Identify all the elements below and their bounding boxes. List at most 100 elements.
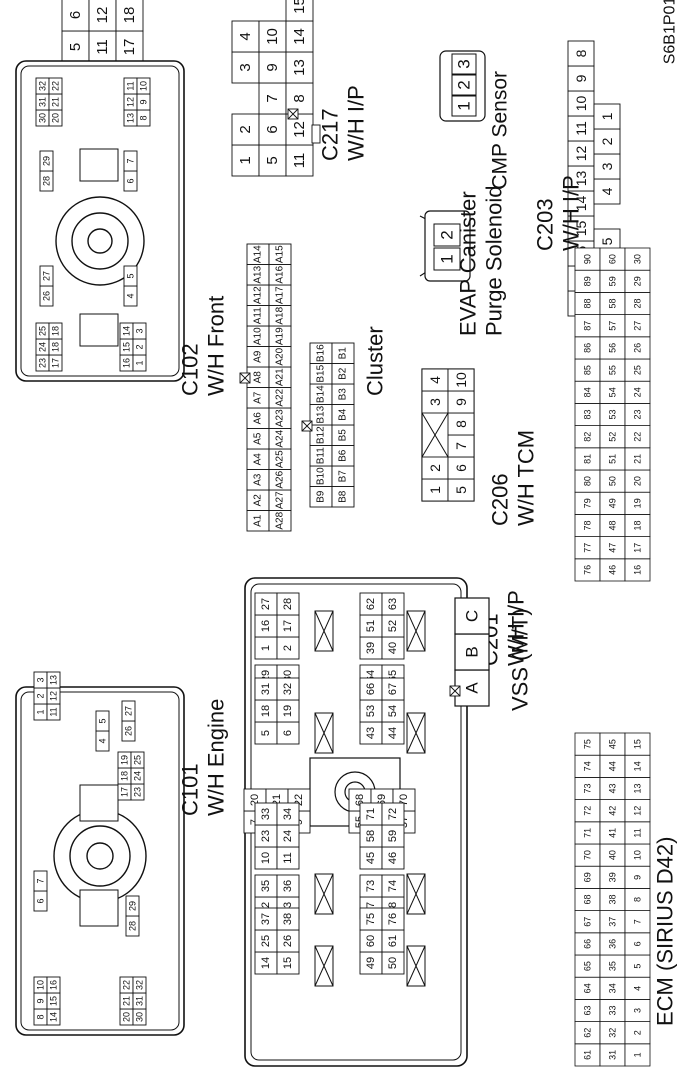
pin-label: 3 bbox=[633, 1008, 643, 1013]
pin-label: 29 bbox=[633, 276, 643, 286]
pin-label: 46 bbox=[387, 852, 399, 864]
pin-label: 46 bbox=[608, 565, 618, 575]
pin-label: 27 bbox=[633, 321, 643, 331]
pin-label: 4 bbox=[599, 187, 615, 195]
connector-title: C206 bbox=[488, 473, 513, 526]
pin-label: B16 bbox=[316, 344, 327, 362]
pin-label: 33 bbox=[608, 1005, 618, 1015]
pin-label: 21 bbox=[51, 97, 61, 107]
latch-slot bbox=[79, 148, 119, 182]
pin-label: 17 bbox=[121, 39, 138, 56]
pin-label: 25 bbox=[38, 326, 48, 336]
divider-line bbox=[314, 610, 334, 652]
pin-label: 53 bbox=[608, 409, 618, 419]
pin-label: 38 bbox=[282, 913, 294, 925]
pin-cell bbox=[132, 976, 147, 994]
pin-label: 10 bbox=[264, 28, 281, 45]
pin-label: 1 bbox=[633, 1052, 643, 1057]
pin-label: 13 bbox=[49, 675, 59, 685]
connector-c101: 1231112131718192324254526276728298910141… bbox=[15, 671, 229, 1036]
pin-label: 83 bbox=[583, 409, 593, 419]
pin-label: 60 bbox=[608, 254, 618, 264]
pin-label: 67 bbox=[387, 683, 399, 695]
pin-label: 26 bbox=[42, 291, 52, 301]
pin-cell bbox=[130, 751, 145, 769]
pin-label: 16 bbox=[49, 980, 59, 990]
pin-cell bbox=[46, 976, 61, 994]
connector-c217: 12345679101112813141516C217W/H I/P bbox=[231, 0, 369, 177]
pin-label: 17 bbox=[120, 787, 130, 797]
divider-line bbox=[406, 873, 426, 915]
pin-label: A25 bbox=[275, 450, 286, 468]
pin-label: 11 bbox=[126, 81, 136, 90]
divider-line bbox=[421, 412, 449, 458]
pin-label: 14 bbox=[573, 196, 589, 212]
pin-cell bbox=[567, 40, 595, 67]
pin-cell bbox=[593, 103, 621, 130]
pin-label: 6 bbox=[36, 898, 46, 903]
pin-label: 49 bbox=[365, 957, 377, 969]
pin-label: 72 bbox=[583, 806, 593, 816]
connector-title: ECM (SIRIUS D42) bbox=[653, 837, 678, 1026]
pin-label: 1 bbox=[36, 709, 46, 714]
pin-label: 12 bbox=[126, 97, 136, 107]
pin-cell bbox=[276, 874, 300, 898]
pin-label: 16 bbox=[122, 358, 132, 368]
pin-label: 30 bbox=[633, 254, 643, 264]
pin-label: 11 bbox=[94, 39, 111, 55]
pin-label: 14 bbox=[633, 761, 643, 771]
pin-label: 55 bbox=[608, 365, 618, 375]
pin-label: A10 bbox=[253, 327, 264, 345]
pin-label: 18 bbox=[260, 705, 272, 717]
connector-title: W/H I/P bbox=[504, 590, 529, 666]
pin-label: 18 bbox=[633, 520, 643, 530]
pin-cell bbox=[132, 322, 147, 340]
pin-label: 32 bbox=[608, 1028, 618, 1038]
pin-label: 27 bbox=[260, 598, 272, 610]
pin-label: 3 bbox=[455, 59, 474, 68]
connector-cluster: A1A2A3A4A5A6A7A8A9A10A11A12A13A14A28A27A… bbox=[239, 243, 388, 532]
pin-label: 74 bbox=[583, 761, 593, 771]
pin-label: 51 bbox=[608, 454, 618, 464]
pin-label: B8 bbox=[338, 490, 349, 503]
pin-label: A11 bbox=[253, 307, 264, 324]
pin-label: A1 bbox=[253, 514, 264, 527]
pin-label: 69 bbox=[583, 872, 593, 882]
pin-label: 19 bbox=[120, 755, 130, 765]
pin-label: 8 bbox=[139, 115, 149, 120]
pin-label: 29 bbox=[42, 156, 52, 166]
pin-label: 79 bbox=[583, 498, 593, 508]
pin-label: 1 bbox=[427, 486, 443, 494]
pin-label: 9 bbox=[633, 875, 643, 880]
pin-label: 60 bbox=[365, 935, 377, 947]
pin-cell bbox=[48, 77, 63, 95]
pin-label: 32 bbox=[38, 81, 48, 91]
pin-label: A bbox=[463, 682, 482, 694]
pin-label: 59 bbox=[387, 830, 399, 842]
latch-icon bbox=[287, 108, 299, 120]
pin-cell bbox=[46, 671, 61, 689]
pin-label: 4 bbox=[126, 293, 136, 298]
pin-label: 41 bbox=[608, 828, 618, 838]
pin-label: 90 bbox=[583, 254, 593, 264]
pin-label: 63 bbox=[387, 598, 399, 610]
pin-cell bbox=[123, 265, 138, 287]
pin-label: 25 bbox=[260, 935, 272, 947]
pin-label: 2 bbox=[282, 645, 294, 651]
tab-icon bbox=[311, 124, 321, 144]
pin-cell bbox=[433, 247, 461, 271]
pin-label: 18 bbox=[120, 771, 130, 781]
pin-label: 27 bbox=[124, 706, 134, 716]
connector-title: Purge Solenoid bbox=[482, 186, 507, 336]
pin-label: 14 bbox=[49, 1012, 59, 1022]
pin-label: 1 bbox=[237, 156, 254, 164]
pin-label: 36 bbox=[282, 880, 294, 892]
pin-cell bbox=[381, 874, 405, 898]
pin-label: 26 bbox=[633, 343, 643, 353]
pin-label: 67 bbox=[583, 917, 593, 927]
pin-label: 6 bbox=[67, 11, 84, 19]
pin-label: 14 bbox=[122, 326, 132, 336]
pin-cell bbox=[624, 732, 651, 756]
